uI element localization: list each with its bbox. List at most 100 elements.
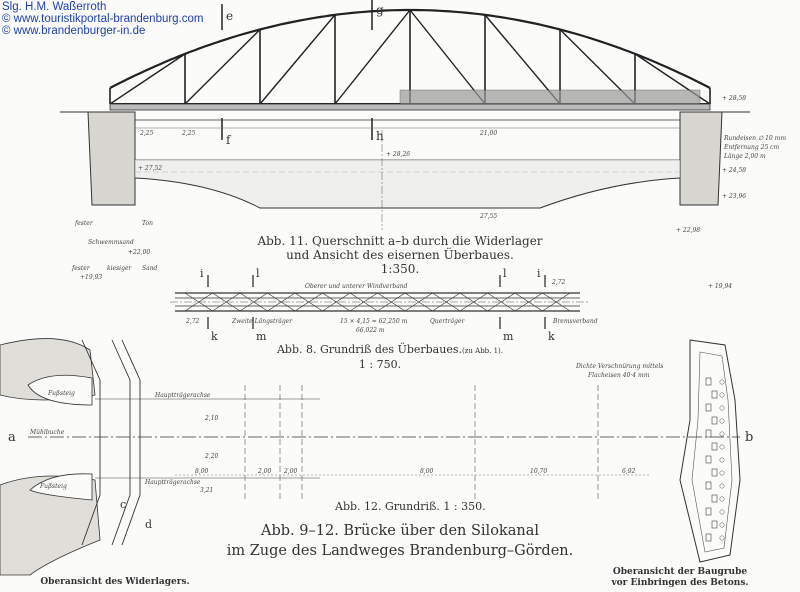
label-footway-bottom: Fußsteig [39, 483, 67, 490]
label-span: 15 × 4,15 = 62,250 m [340, 318, 408, 325]
main-caption-line2: im Zuge des Landweges Brandenburg–Görden… [227, 543, 574, 559]
pile-circle [719, 483, 725, 489]
bracing-diagonal [487, 292, 516, 312]
svg-text:l: l [503, 267, 507, 280]
svg-text:l: l [256, 267, 260, 280]
svg-text:k: k [211, 330, 218, 343]
ground-plan: a b 8,00 2,00 2,00 8,00 10,70 6,92 Fußst… [0, 338, 753, 576]
svg-text:2,00: 2,00 [257, 468, 272, 475]
svg-text:+ 22,98: + 22,98 [676, 227, 700, 234]
caption-pit-line1: Oberansicht der Baugrube [613, 567, 748, 577]
bracing-diagonal [239, 292, 268, 312]
svg-text:fester: fester [74, 220, 94, 227]
footway-bottom [29, 473, 93, 501]
label-longitudinal: Zweite Längsträger [231, 318, 293, 325]
watermark-url-1[interactable]: © www.touristikportal-brandenburg.com [2, 13, 204, 25]
fig8-caption: Abb. 8. Grundriß des Überbaues.(zu Abb. … [276, 342, 503, 356]
label-girder-axis-top: Hauptträgerachse [154, 392, 211, 399]
main-caption-line1: Abb. 9–12. Brücke über den Silokanal [260, 523, 539, 539]
bracing-diagonal [404, 292, 433, 312]
pile-circle [719, 405, 725, 411]
dim-left-plan: 2,72 [185, 318, 200, 325]
svg-text:i: i [537, 267, 541, 280]
pile-circle [719, 418, 725, 424]
excavation-inner [691, 351, 733, 553]
svg-text:+ 23,96: + 23,96 [722, 193, 746, 200]
mark-b: b [745, 430, 753, 445]
mark-e: e [226, 9, 233, 23]
fig11-caption-line2: und Ansicht des eisernen Überbaues. [286, 246, 514, 262]
pile-circle [719, 535, 725, 541]
mark-f: f [226, 133, 232, 147]
svg-text:i: i [200, 267, 204, 280]
bridge-elevation: e g f h 21,00 2,25 2,25 27,55 + 27,52 + … [60, 0, 786, 290]
fig8-scale: 1 : 750. [359, 358, 401, 371]
svg-text:+ 24,58: + 24,58 [722, 167, 746, 174]
label-total: 66,022 m [356, 327, 385, 334]
caption-abutment-plan: Oberansicht des Widerlagers. [40, 577, 189, 587]
dim-left-2: 2,20 [204, 453, 219, 460]
pile-circle [719, 379, 725, 385]
mark-c: c [120, 498, 126, 511]
truss-diagonal [259, 14, 336, 105]
railing [399, 89, 701, 105]
svg-text:+19,93: +19,93 [80, 274, 102, 281]
abutment-outline [81, 339, 141, 546]
mark-d: d [145, 518, 152, 531]
svg-text:Rundeisen ∅ 10 mm: Rundeisen ∅ 10 mm [723, 135, 786, 142]
pile [711, 416, 718, 425]
excavation-outline [679, 339, 741, 563]
svg-text:fester: fester [71, 265, 91, 272]
water-body [135, 160, 680, 208]
left-abutment [87, 111, 136, 206]
soil-labels-left: fester Ton Schwemmsand +22,00 fester kie… [71, 220, 158, 281]
dim-left-1: 2,10 [204, 415, 219, 422]
watermark-url-2[interactable]: © www.brandenburger-in.de [2, 25, 146, 37]
pile-circle [719, 444, 725, 450]
pile [711, 442, 718, 451]
level-water: + 27,52 [138, 165, 162, 172]
svg-text:m: m [503, 330, 514, 343]
svg-text:m: m [256, 330, 267, 343]
dim-left-2: 2,25 [181, 130, 196, 137]
pile-circle [719, 392, 725, 398]
level-top: + 28,26 [386, 151, 410, 158]
bracing-diagonal [184, 292, 213, 312]
label-wind-bracing: Oberer und unterer Windverband [305, 283, 408, 290]
svg-text:2,00: 2,00 [283, 468, 298, 475]
dim-right-plan: 2,72 [551, 279, 566, 286]
svg-text:k: k [548, 330, 555, 343]
fig11-scale: 1:350. [381, 262, 419, 276]
svg-text:Ton: Ton [142, 220, 153, 227]
watermark-collection: Slg. H.M. Waßerroth [2, 1, 107, 13]
pile [705, 403, 712, 412]
dim-bed: 27,55 [479, 213, 497, 220]
pile [705, 481, 712, 490]
pile [705, 507, 712, 516]
pile [711, 390, 718, 399]
mark-a: a [8, 430, 16, 445]
canal-bed [134, 177, 681, 209]
label-brake: Bremsverband [552, 318, 598, 325]
bracing-diagonal [349, 292, 378, 312]
bracing-diagonal [212, 292, 241, 312]
svg-text:10,70: 10,70 [530, 468, 547, 475]
pile-circle [719, 470, 725, 476]
plan-gridlines [244, 385, 599, 500]
footway-top [27, 374, 93, 406]
pile [705, 377, 712, 386]
plan-dimensions: 8,00 2,00 2,00 8,00 10,70 6,92 [195, 468, 636, 475]
fig11-caption-line1: Abb. 11. Querschnitt a–b durch die Wider… [256, 234, 542, 248]
bracing-diagonal [322, 292, 351, 312]
piles [705, 377, 725, 542]
svg-text:8,00: 8,00 [195, 468, 209, 475]
deck [109, 103, 711, 111]
truss-diagonal [484, 14, 561, 105]
dim-left-3: 3,21 [200, 487, 213, 494]
bracing-diagonal [459, 292, 488, 312]
bracing-diagonal [267, 292, 296, 312]
pile-circle [719, 431, 725, 437]
fig12-caption: Abb. 12. Grundriß. 1 : 350. [334, 500, 486, 513]
label-mill: Mühlbuche [29, 429, 65, 436]
